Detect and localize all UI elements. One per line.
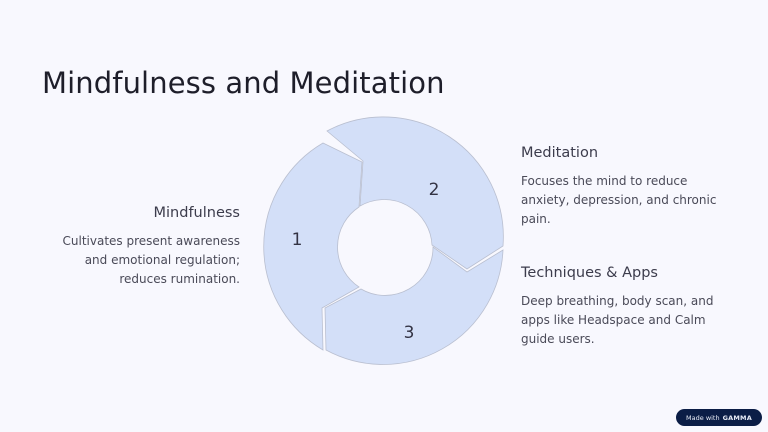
item-description: Deep breathing, body scan, and apps like… <box>521 294 714 346</box>
item-description: Focuses the mind to reduce anxiety, depr… <box>521 174 717 226</box>
item-heading: Techniques & Apps <box>521 265 658 281</box>
item-meditation: Meditation Focuses the mind to reduce an… <box>521 145 726 229</box>
item-heading: Mindfulness <box>153 205 240 221</box>
made-with-gamma-badge[interactable]: Made with GAMMA <box>676 409 762 426</box>
item-techniques-apps: Techniques & Apps Deep breathing, body s… <box>521 265 726 349</box>
segment-number-1: 1 <box>292 230 303 250</box>
cycle-segment-2 <box>326 116 504 270</box>
item-mindfulness: Mindfulness Cultivates present awareness… <box>40 205 240 289</box>
segment-number-2: 2 <box>429 180 440 200</box>
cycle-segment-3 <box>324 246 504 365</box>
badge-prefix: Made with <box>686 413 720 422</box>
badge-brand-logo: GAMMA <box>722 413 752 422</box>
segment-number-3: 3 <box>404 323 415 343</box>
slide-title: Mindfulness and Meditation <box>42 66 445 100</box>
cycle-segment-1 <box>263 142 363 351</box>
item-heading: Meditation <box>521 145 599 161</box>
item-description: Cultivates present awareness and emotion… <box>62 234 240 286</box>
